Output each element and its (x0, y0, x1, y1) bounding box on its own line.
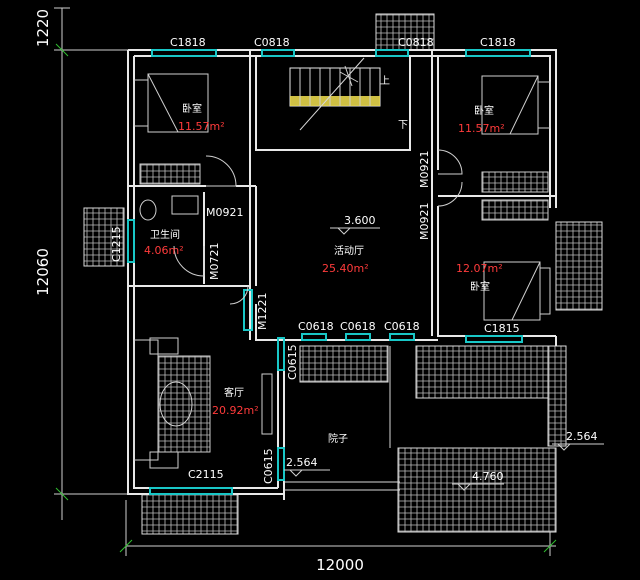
room-courtyard: 院子 (328, 432, 348, 445)
bed-right-bottom (483, 261, 551, 321)
room-bathroom: 卫生间 (150, 228, 180, 241)
area-bedroom-right-bottom: 12.07m² (456, 262, 503, 275)
wardrobe-left (139, 163, 201, 185)
bathroom-fixtures (139, 195, 199, 221)
room-bedroom-right-bottom: 卧室 (470, 280, 490, 293)
window-c0615-b: C0615 (262, 448, 275, 484)
elevation-bottom-left-marker (284, 469, 330, 477)
window-c0818-right: C0818 (398, 36, 434, 49)
window-c1215: C1215 (110, 226, 123, 262)
window-c1818-right: C1818 (480, 36, 516, 49)
window-c0618-c: C0618 (384, 320, 420, 333)
balcony-right (555, 221, 603, 311)
terrace-right-col (547, 345, 567, 447)
door-m0921-left: M0921 (206, 206, 244, 219)
elevation-hall: 3.600 (344, 214, 376, 227)
window-c2115: C2115 (188, 468, 224, 481)
window-c0818-left: C0818 (254, 36, 290, 49)
area-activity-hall: 25.40m² (322, 262, 369, 275)
door-m0921-right-2: M0921 (418, 203, 431, 241)
door-swings (173, 149, 463, 305)
elevation-right: 2.564 (566, 430, 598, 443)
staircase (289, 57, 381, 131)
balcony-left (83, 207, 125, 267)
dim-width: 12000 (316, 556, 364, 574)
area-bedroom-left: 11.57m² (178, 120, 225, 133)
wardrobe-right-top (481, 171, 549, 193)
wardrobe-right-bottom (481, 199, 549, 221)
window-c1818-left: C1818 (170, 36, 206, 49)
room-living-room: 客厅 (224, 386, 244, 399)
terrace-bottom (397, 447, 557, 533)
elevation-bottom-left: 2.564 (286, 456, 318, 469)
left-dimension-line (54, 7, 128, 520)
balcony-bottom-left (141, 493, 239, 535)
door-m0921-right-1: M0921 (418, 151, 431, 189)
elevation-right-marker (552, 443, 604, 451)
stair-up-label: 上 (380, 75, 390, 87)
tv-cabinet (261, 373, 273, 435)
window-c1815: C1815 (484, 322, 520, 335)
elevation-bottom-marker (452, 483, 504, 491)
window-c0618-a: C0618 (298, 320, 334, 333)
room-activity-hall: 活动厅 (334, 245, 364, 257)
door-m1221: M1221 (256, 293, 269, 331)
area-bedroom-right-top: 11.57m² (458, 122, 505, 135)
elevation-hall-marker (330, 227, 380, 235)
room-bedroom-right-top: 卧室 (474, 104, 494, 117)
bed-left (133, 73, 209, 133)
stair-down-label: 下 (398, 120, 408, 131)
elevation-bottom: 4.760 (472, 470, 504, 483)
dim-height: 12060 (34, 248, 52, 296)
area-living-room: 20.92m² (212, 404, 259, 417)
door-m0721: M0721 (208, 243, 221, 281)
area-bathroom: 4.06m² (144, 244, 184, 257)
room-bedroom-left: 卧室 (182, 102, 202, 115)
terrace-strip-top (299, 345, 389, 383)
bed-right-top (481, 75, 551, 135)
terrace-right (415, 345, 567, 399)
balcony-top (375, 13, 435, 51)
window-c0615-a: C0615 (286, 344, 299, 380)
window-c0618-b: C0618 (340, 320, 376, 333)
dim-top-offset: 1220 (34, 9, 52, 47)
sofa-set (133, 337, 211, 469)
